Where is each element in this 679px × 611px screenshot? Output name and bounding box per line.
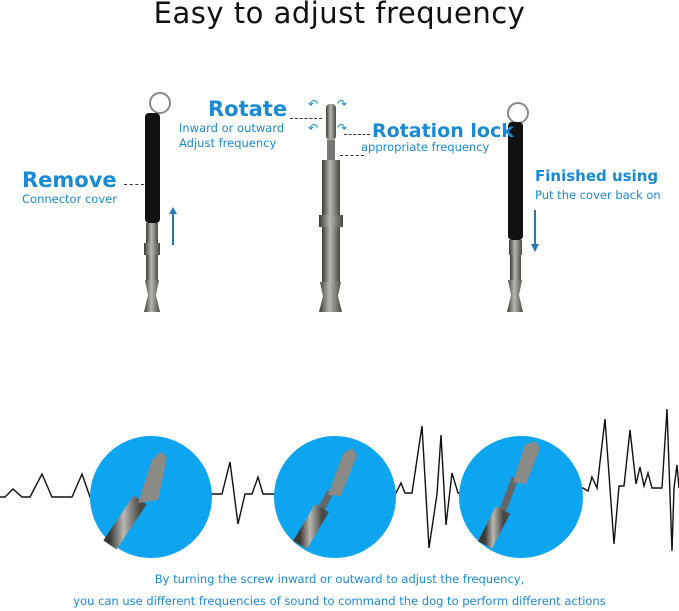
detail-circle-3 xyxy=(459,436,583,558)
remove-subtext: Connector cover xyxy=(22,192,117,206)
rotate-arrows-icon: ↶ ↷ xyxy=(308,97,348,111)
rotate-subtext-1: Inward or outward xyxy=(179,121,285,135)
finished-subtext: Put the cover back on xyxy=(535,188,661,202)
rotate-arrows-icon: ↶ ↷ xyxy=(308,121,348,135)
whistle-uncovered xyxy=(319,104,343,312)
rotation-lock-heading: Rotation lock xyxy=(372,120,514,142)
page-title: Easy to adjust frequency xyxy=(153,0,526,30)
whistle-recovered xyxy=(507,102,539,312)
rotate-heading: Rotate xyxy=(208,97,288,121)
detail-circle-1 xyxy=(90,436,212,558)
detail-circle-2 xyxy=(274,436,396,558)
rotate-subtext-2: Adjust frequency xyxy=(179,136,277,150)
rotation-lock-subtext: appropriate frequency xyxy=(361,140,490,154)
finished-heading: Finished using xyxy=(535,167,659,185)
caption-line-1: By turning the screw inward or outward t… xyxy=(154,572,525,586)
whistle-with-cover xyxy=(144,92,177,312)
remove-heading: Remove xyxy=(22,168,117,192)
sound-waveform xyxy=(0,408,679,552)
caption-line-2: you can use different frequencies of sou… xyxy=(73,594,606,608)
